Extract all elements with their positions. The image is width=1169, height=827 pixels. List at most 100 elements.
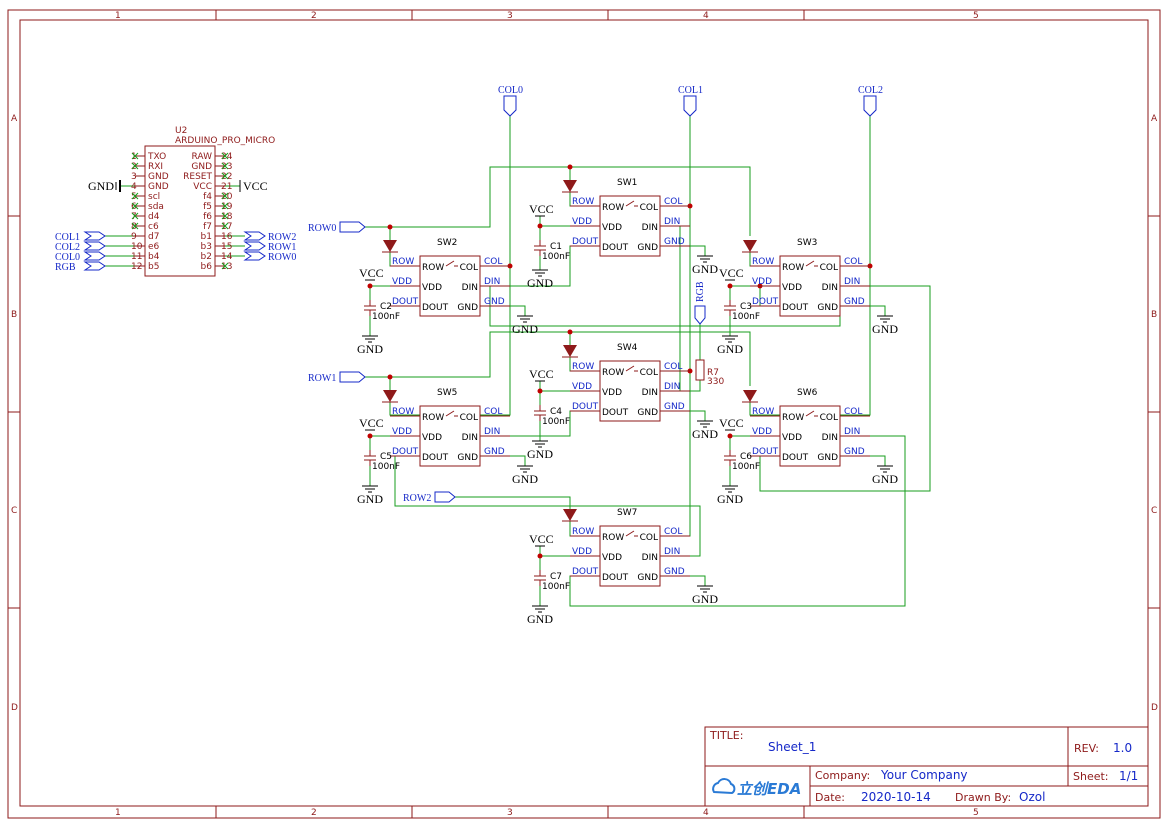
sheet-label: Sheet:	[1073, 770, 1109, 783]
gnd-label: GND	[527, 612, 553, 626]
cap-ref: C5	[380, 452, 392, 462]
ic-pin-number: 3	[131, 172, 137, 182]
inner-dout: DOUT	[782, 453, 809, 463]
gnd-label: GND	[527, 276, 553, 290]
date-value: 2020-10-14	[861, 790, 931, 804]
inner-row: ROW	[422, 413, 444, 423]
inner-gnd: GND	[817, 453, 838, 463]
ic-pin-number: 9	[131, 232, 137, 242]
column-ports: COL0 COL1 COL2	[498, 85, 883, 117]
rgb-port-label: RGB	[695, 281, 706, 302]
diodes	[382, 180, 758, 522]
cap-value: 100nF	[372, 462, 400, 472]
border-col-label-top: 2	[311, 11, 317, 21]
border-row-label-right: D	[1151, 703, 1158, 713]
row-ports: ROW0 ROW1 ROW2 RGB	[308, 221, 706, 504]
pin-gnd: GND	[664, 237, 685, 247]
pin-vdd: VDD	[572, 382, 592, 392]
inner-dout: DOUT	[602, 573, 629, 583]
ic-left-port-label: COL0	[55, 252, 80, 263]
row1-port-label: ROW1	[308, 373, 336, 384]
inner-din: DIN	[642, 223, 658, 233]
ic-pin-name: scl	[148, 192, 160, 202]
gnd-label: GND	[357, 342, 383, 356]
ic-right-port-label: ROW0	[268, 252, 296, 263]
outer-frame	[7, 9, 1161, 819]
ic-pin-name: b1	[201, 232, 212, 242]
pin-din: DIN	[484, 277, 500, 287]
inner-vdd: VDD	[782, 283, 802, 293]
drawn-by-label: Drawn By:	[955, 791, 1011, 804]
pin-col: COL	[664, 362, 682, 372]
gnd-label: GND	[692, 262, 718, 276]
pin-row: ROW	[752, 407, 774, 417]
capacitors: C1100nFC2100nFC3100nFC4100nFC5100nFC6100…	[364, 240, 760, 592]
ic-pin-name: b6	[201, 262, 213, 272]
inner-din: DIN	[642, 388, 658, 398]
vcc-label: VCC	[719, 266, 744, 280]
cap-ref: C1	[550, 242, 562, 252]
ic-pin-name: f5	[203, 202, 212, 212]
logo-text: 立创EDA	[737, 780, 801, 798]
cap-value: 100nF	[542, 417, 570, 427]
ic-pin-number: 20	[221, 192, 233, 202]
ic-pin-number: 15	[221, 242, 232, 252]
gnd-label: GND	[692, 592, 718, 606]
switch-sw4: SW4ROWVDDDOUTCOLDINGNDROWVDDDOUTCOLDINGN…	[570, 343, 690, 422]
switch-sw3: SW3ROWVDDDOUTCOLDINGNDROWVDDDOUTCOLDINGN…	[750, 238, 870, 317]
r7-value: 330	[707, 377, 724, 387]
inner-row: ROW	[602, 368, 624, 378]
cap-ref: C4	[550, 407, 562, 417]
inner-row: ROW	[422, 263, 444, 273]
border-col-label-bottom: 2	[311, 808, 317, 818]
border-row-label-right: C	[1151, 506, 1157, 516]
col1-port-label: COL1	[678, 85, 703, 96]
inner-vdd: VDD	[422, 433, 442, 443]
border-col-label-bottom: 4	[703, 808, 709, 818]
ic-pin-name: TXO	[147, 152, 166, 162]
pin-col: COL	[664, 197, 682, 207]
ic-pin-name: f7	[203, 222, 212, 232]
pin-col: COL	[484, 407, 502, 417]
inner-col: COL	[460, 413, 478, 423]
vcc-label: VCC	[529, 202, 554, 216]
ic-pin-number: 18	[221, 212, 233, 222]
inner-din: DIN	[822, 283, 838, 293]
ic-right-port-label: ROW1	[268, 242, 296, 253]
inner-din: DIN	[462, 433, 478, 443]
cap-ref: C7	[550, 572, 562, 582]
ic-pin-number: 23	[221, 162, 232, 172]
switch-sw7: SW7ROWVDDDOUTCOLDINGNDROWVDDDOUTCOLDINGN…	[570, 508, 690, 587]
ic-pin-name: b5	[148, 262, 159, 272]
pin-dout: DOUT	[572, 237, 599, 247]
inner-gnd: GND	[817, 303, 838, 313]
pin-dout: DOUT	[572, 402, 599, 412]
border-col-label-top: 4	[703, 11, 709, 21]
ic-pin-number: 16	[221, 232, 233, 242]
ic-pin-name: b2	[201, 252, 212, 262]
inner-vdd: VDD	[422, 283, 442, 293]
ic-gnd-label: GND	[88, 179, 114, 193]
border-row-label-left: D	[11, 703, 18, 713]
drawn-by-value: Ozol	[1019, 790, 1045, 804]
cap-ref: C2	[380, 302, 392, 312]
pin-vdd: VDD	[752, 277, 772, 287]
pin-din: DIN	[844, 277, 860, 287]
inner-dout: DOUT	[782, 303, 809, 313]
junctions	[367, 164, 873, 559]
ic-pin-name: GND	[191, 162, 212, 172]
ic-pin-name: b3	[201, 242, 212, 252]
inner-vdd: VDD	[602, 388, 622, 398]
inner-din: DIN	[642, 553, 658, 563]
ic-pin-name: b4	[148, 252, 160, 262]
ic-pin-number: 12	[131, 262, 142, 272]
inner-frame	[19, 19, 1149, 807]
cap-value: 100nF	[372, 312, 400, 322]
ic-pin-name: RXI	[148, 162, 163, 172]
col2-port-label: COL2	[858, 85, 883, 96]
pin-vdd: VDD	[752, 427, 772, 437]
